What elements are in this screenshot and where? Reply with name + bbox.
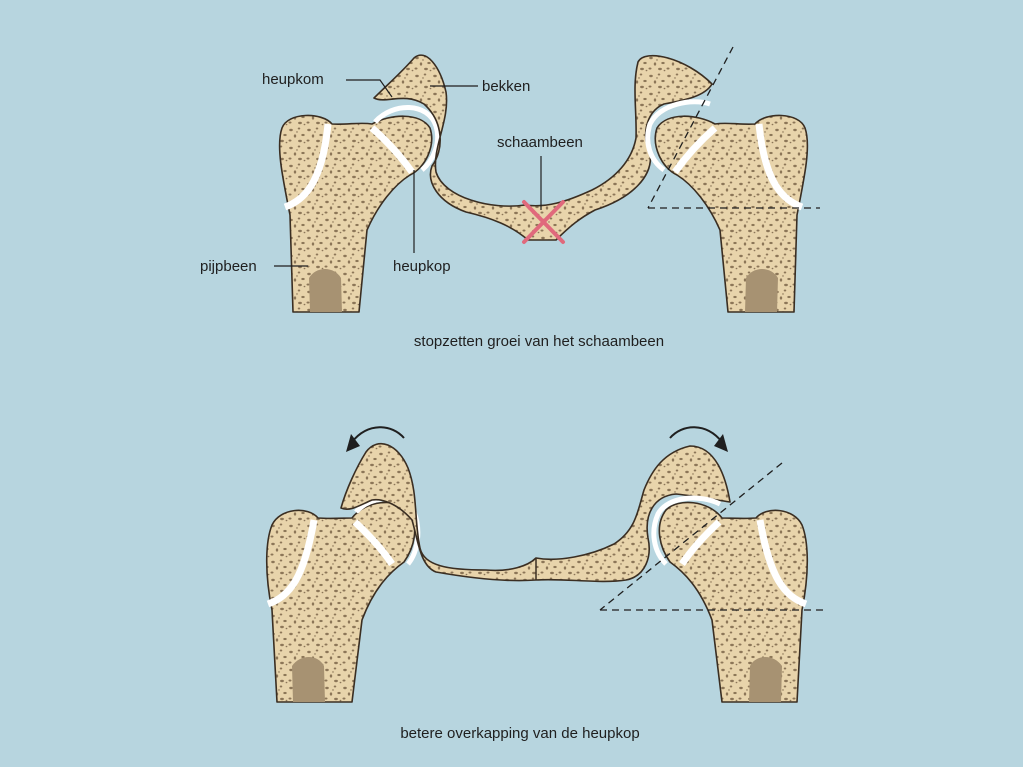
panel-2: betere overkapping van de heupkop bbox=[265, 426, 826, 742]
right-femur-growth-plate bbox=[755, 123, 804, 211]
pelvis-bottom bbox=[340, 442, 731, 583]
caption-panel-2: betere overkapping van de heupkop bbox=[400, 725, 639, 742]
right-femur-head-plate bbox=[672, 125, 718, 175]
right-hip-joint-space-2 bbox=[651, 495, 722, 566]
right-hip-joint-space bbox=[645, 99, 711, 173]
caption-panel-1: stopzetten groei van het schaambeen bbox=[414, 333, 664, 350]
pelvis-bottom-shape bbox=[340, 442, 731, 583]
top-angle-line-diagonal bbox=[647, 46, 734, 209]
heupkom-leader bbox=[346, 79, 393, 98]
right-femur-bottom bbox=[651, 495, 809, 703]
cross-mark-icon bbox=[522, 200, 565, 244]
pelvis-top-shape bbox=[373, 54, 713, 241]
right-femur-head-plate-2 bbox=[679, 519, 722, 566]
panel-1: heupkom bekken schaambeen pijpbeen heupk… bbox=[200, 46, 820, 350]
rotate-clockwise-arrow-icon bbox=[669, 426, 728, 452]
bottom-angle-line-diagonal bbox=[599, 462, 783, 611]
label-schaambeen: schaambeen bbox=[497, 134, 583, 151]
left-femur-marrow-2 bbox=[292, 657, 325, 702]
label-bekken: bekken bbox=[482, 78, 530, 95]
left-femur-marrow bbox=[309, 269, 342, 312]
label-heupkop: heupkop bbox=[393, 258, 451, 275]
left-femur-head-plate bbox=[369, 125, 415, 175]
right-femur-marrow-2 bbox=[749, 657, 782, 702]
left-femur-growth-plate bbox=[283, 123, 332, 211]
left-femur-bottom bbox=[265, 496, 421, 703]
right-femur-growth-plate-2 bbox=[756, 519, 808, 608]
label-heupkom: heupkom bbox=[262, 71, 324, 88]
rotate-counterclockwise-arrow-icon bbox=[346, 426, 405, 452]
right-femur-marrow bbox=[745, 269, 778, 312]
left-hip-joint-space bbox=[373, 105, 441, 172]
label-pijpbeen: pijpbeen bbox=[200, 258, 257, 275]
left-femur-top bbox=[278, 105, 441, 313]
right-femur-top bbox=[645, 99, 809, 313]
pelvis-top bbox=[373, 54, 713, 241]
left-femur-growth-plate-2 bbox=[266, 519, 318, 608]
left-femur-head-plate-2 bbox=[352, 519, 395, 566]
